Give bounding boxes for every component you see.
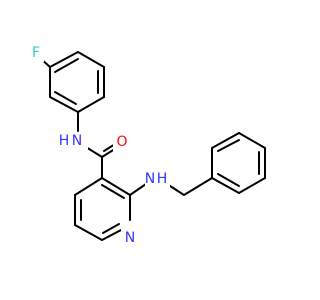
pyridine-nitrogen-label: N: [125, 230, 135, 246]
chemical-structure-diagram: F H N O N H N: [28, 44, 266, 248]
amide-nitrogen-label: N: [72, 133, 82, 149]
atom-labels: F H N O N H N: [28, 44, 170, 248]
fluorine-label: F: [32, 45, 40, 61]
carbonyl-oxygen-label: O: [116, 134, 127, 150]
amide-hydrogen-label: H: [59, 133, 70, 149]
amine-nitrogen-label: N: [145, 171, 155, 187]
amine-hydrogen-label: H: [157, 171, 168, 187]
